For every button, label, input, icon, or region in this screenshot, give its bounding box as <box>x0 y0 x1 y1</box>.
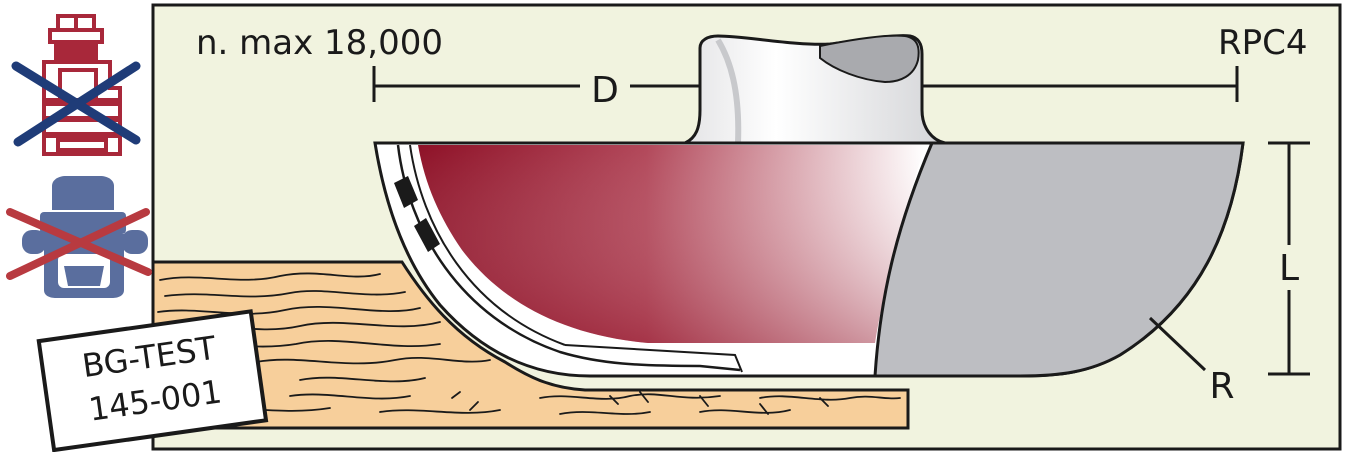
no-drill-press-icon <box>11 14 141 156</box>
no-hand-router-icon <box>6 176 152 298</box>
length-dimension <box>1268 141 1310 376</box>
max-speed-label: n. max 18,000 <box>196 23 443 63</box>
shank <box>684 34 946 145</box>
diameter-label: D <box>591 70 619 111</box>
length-label: L <box>1279 248 1299 289</box>
cutter-head <box>373 141 1245 378</box>
test-tag: BG-TEST 145-001 <box>36 309 269 452</box>
diameter-dimension <box>372 66 1239 102</box>
radius-leader <box>1148 316 1207 372</box>
radius-label: R <box>1209 366 1234 407</box>
model-label: RPC4 <box>1218 23 1308 63</box>
